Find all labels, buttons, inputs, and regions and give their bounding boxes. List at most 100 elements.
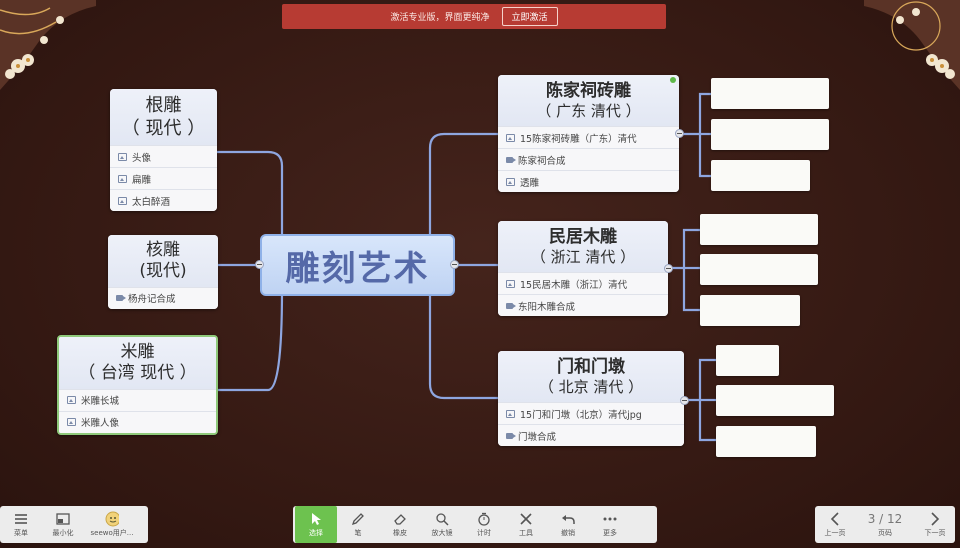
collapse-right-icon[interactable] — [450, 260, 459, 269]
placeholder-card[interactable] — [716, 426, 816, 457]
placeholder-card[interactable] — [716, 385, 834, 416]
undo-icon — [561, 512, 575, 526]
next-page-button[interactable]: 下一页 — [915, 506, 955, 543]
page-navigator: 上一页 3 / 12 页码 下一页 — [815, 506, 955, 543]
node-title-line1: 米雕 — [120, 342, 155, 362]
collapse-icon[interactable] — [675, 129, 684, 138]
page-separator: / — [879, 511, 884, 526]
node-title-line2: (现代) — [139, 261, 187, 282]
list-item[interactable]: 东阳木雕合成 — [498, 294, 668, 316]
placeholder-card[interactable] — [711, 78, 829, 109]
pager-label: 页码 — [878, 528, 892, 537]
chevron-right-icon — [928, 511, 942, 526]
item-label: 太白醉酒 — [132, 196, 171, 208]
node-title: 门和门墩 （ 北京 清代 ） — [498, 351, 684, 402]
page-indicator[interactable]: 3 / 12 页码 — [855, 506, 915, 543]
placeholder-card[interactable] — [700, 254, 818, 285]
list-item[interactable]: 米雕人像 — [59, 410, 216, 433]
tool-label: 计时 — [477, 528, 491, 537]
item-label: 米雕长城 — [81, 396, 120, 407]
tool-pen-button[interactable]: 笔 — [337, 506, 379, 543]
bottom-toolbar: 选择 笔 橡皮 放大镜 计时 工具 撤销 — [293, 506, 657, 543]
banner-text: 激活专业版，界面更纯净 — [390, 13, 490, 23]
tool-label: 更多 — [603, 528, 617, 537]
placeholder-card[interactable] — [711, 119, 829, 150]
prev-page-button[interactable]: 上一页 — [815, 506, 855, 543]
tool-label: 工具 — [519, 528, 533, 537]
node-title: 核雕 (现代) — [108, 235, 218, 287]
cursor-icon — [309, 512, 323, 526]
list-item[interactable]: 15陈家祠砖雕（广东）清代 — [498, 126, 679, 148]
pager-label: 上一页 — [824, 528, 846, 537]
tool-select-button[interactable]: 选择 — [295, 506, 337, 543]
minimize-button[interactable]: 最小化 — [42, 506, 84, 543]
node-title: 米雕 （ 台湾 现代 ） — [59, 337, 216, 389]
tool-label: 笔 — [354, 528, 362, 537]
tools-icon — [519, 512, 533, 526]
list-item[interactable]: 头像 — [110, 145, 217, 167]
list-item[interactable]: 太白醉酒 — [110, 189, 217, 211]
flower-decoration-left — [0, 0, 96, 92]
list-item[interactable]: 陈家祠合成 — [498, 148, 679, 170]
list-item[interactable]: 扁雕 — [110, 167, 217, 189]
placeholder-card[interactable] — [711, 160, 810, 191]
image-icon — [506, 279, 515, 288]
collapse-left-icon[interactable] — [255, 260, 264, 269]
video-icon — [506, 432, 516, 439]
tool-timer-button[interactable]: 计时 — [463, 506, 505, 543]
node-title-line2: （ 现代 ） — [121, 117, 206, 139]
image-icon — [118, 196, 127, 205]
item-label: 扁雕 — [132, 174, 152, 186]
placeholder-card[interactable] — [700, 295, 800, 326]
activate-button[interactable]: 立即激活 — [501, 7, 558, 26]
node-title-line2: （ 台湾 现代 ） — [78, 363, 197, 384]
root-label: 雕刻艺术 — [285, 248, 430, 289]
list-item[interactable]: 门墩合成 — [498, 424, 684, 446]
page-counter: 3 / 12 — [868, 512, 903, 526]
image-icon — [506, 133, 515, 142]
collapse-icon[interactable] — [680, 396, 689, 405]
pager-label: 下一页 — [924, 528, 946, 537]
item-label: 15门和门墩（北京）清代jpg — [520, 409, 642, 421]
list-item[interactable]: 杨舟记合成 — [108, 286, 218, 309]
flower-decoration-right — [864, 0, 960, 92]
image-icon — [506, 409, 515, 418]
node-genddiao[interactable]: 根雕 （ 现代 ） 头像 扁雕 太白醉酒 — [110, 89, 217, 211]
image-icon — [118, 152, 127, 161]
node-hediao[interactable]: 核雕 (现代) 杨舟记合成 — [108, 235, 218, 309]
list-item[interactable]: 米雕长城 — [59, 388, 216, 411]
chevron-left-icon — [828, 511, 842, 526]
user-account-button[interactable]: seewo用户... — [84, 506, 140, 543]
node-minjumudiao[interactable]: 民居木雕 （ 浙江 清代 ） 15民居木雕（浙江）清代 东阳木雕合成 — [498, 221, 668, 316]
node-chenjiaci[interactable]: 陈家祠砖雕 （ 广东 清代 ） 15陈家祠砖雕（广东）清代 陈家祠合成 透雕 — [498, 75, 679, 192]
tool-more-button[interactable]: 更多 — [589, 506, 631, 543]
video-icon — [506, 156, 516, 163]
bottom-label: seewo用户... — [90, 528, 134, 537]
tool-magnifier-button[interactable]: 放大镜 — [421, 506, 463, 543]
menu-button[interactable]: 菜单 — [0, 506, 42, 543]
list-item[interactable]: 15民居木雕（浙江）清代 — [498, 272, 668, 294]
image-icon — [506, 177, 515, 186]
placeholder-card[interactable] — [700, 214, 818, 245]
tool-label: 撤销 — [561, 528, 575, 537]
image-icon — [118, 174, 127, 183]
item-label: 米雕人像 — [81, 418, 120, 429]
node-title-line1: 门和门墩 — [557, 357, 625, 377]
tool-undo-button[interactable]: 撤销 — [547, 506, 589, 543]
total-pages: 12 — [887, 511, 903, 526]
node-title-line2: （ 广东 清代 ） — [536, 102, 641, 121]
list-item[interactable]: 透雕 — [498, 170, 679, 192]
node-midiao[interactable]: 米雕 （ 台湾 现代 ） 米雕长城 米雕人像 — [57, 335, 218, 435]
tool-tools-button[interactable]: 工具 — [505, 506, 547, 543]
root-node[interactable]: 雕刻艺术 — [260, 234, 455, 296]
tool-label: 放大镜 — [431, 528, 453, 537]
item-label: 陈家祠合成 — [518, 155, 566, 167]
collapse-icon[interactable] — [664, 264, 673, 273]
list-item[interactable]: 15门和门墩（北京）清代jpg — [498, 402, 684, 424]
node-menhemendun[interactable]: 门和门墩 （ 北京 清代 ） 15门和门墩（北京）清代jpg 门墩合成 — [498, 351, 684, 446]
magnifier-icon — [435, 512, 449, 526]
menu-icon — [14, 512, 28, 526]
tool-eraser-button[interactable]: 橡皮 — [379, 506, 421, 543]
bottom-label: 菜单 — [14, 528, 28, 537]
placeholder-card[interactable] — [716, 345, 779, 376]
